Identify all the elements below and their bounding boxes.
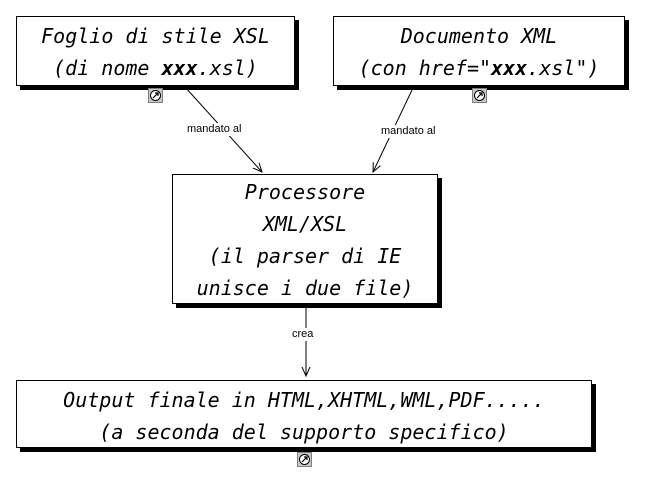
processor-box: Processore XML/XSL (il parser di IE unis… [172, 174, 438, 304]
xsl-stylesheet-filename: (di nome xxx.xsl) [53, 56, 258, 80]
hyperlink-icon[interactable] [472, 88, 487, 103]
edge-label-xsl-to-processor: mandato al [185, 123, 244, 136]
processor-line-1: Processore [244, 180, 366, 204]
output-box: Output finale in HTML,XHTML,WML,PDF.....… [16, 380, 592, 448]
xml-document-box: Documento XML (con href="xxx.xsl") [333, 16, 625, 86]
hyperlink-icon[interactable] [297, 452, 312, 467]
output-note: (a seconda del supporto specifico) [99, 420, 509, 444]
xsl-stylesheet-box: Foglio di stile XSL (di nome xxx.xsl) [16, 16, 295, 86]
processor-line-3: (il parser di IE [208, 244, 402, 268]
xml-document-title: Documento XML [400, 24, 558, 48]
xsl-stylesheet-title: Foglio di stile XSL [41, 24, 270, 48]
output-formats: Output finale in HTML,XHTML,WML,PDF..... [63, 388, 545, 412]
xml-document-href: (con href="xxx.xsl") [358, 56, 600, 80]
processor-line-2: XML/XSL [262, 212, 348, 236]
hyperlink-icon[interactable] [148, 88, 163, 103]
edge-label-processor-to-output: crea [290, 328, 316, 341]
processor-line-4: unisce i due file) [196, 276, 414, 300]
edge-label-xml-to-processor: mandato al [379, 125, 438, 138]
